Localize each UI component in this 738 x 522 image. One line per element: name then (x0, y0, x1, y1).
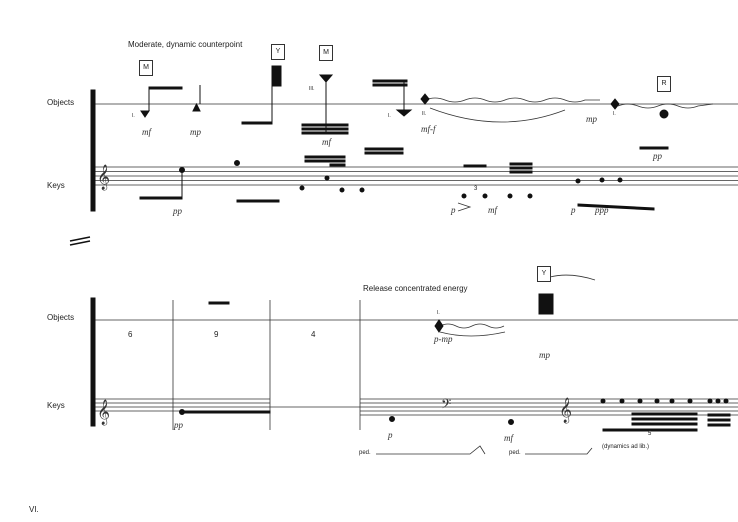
tuplet-number: 3 (474, 186, 478, 192)
page-number: VI. (29, 505, 39, 514)
object-box: Y (537, 266, 551, 282)
roman-numeral: II. (422, 111, 427, 117)
dynamic: pp (173, 206, 182, 216)
dynamic: mf (488, 205, 497, 215)
bass-clef-icon: 𝄢 (441, 396, 451, 415)
performance-note: (dynamics ad lib.) (602, 444, 650, 450)
dynamic: mp (586, 114, 597, 124)
staff-label-objects: Objects (47, 98, 75, 107)
dynamic: p (451, 205, 456, 215)
keys-staff-2 (95, 398, 738, 416)
object-box: M (319, 45, 333, 61)
dynamic: mf (504, 433, 513, 443)
pedal-marking: ped. (359, 450, 371, 456)
treble-clef-icon: 𝄞 (97, 164, 110, 190)
roman-numeral: I. (613, 111, 616, 117)
dynamic: mf-f (421, 124, 436, 134)
tuplet-number: 5 (648, 431, 652, 437)
dynamic: mf (322, 137, 331, 147)
roman-numeral: I. (132, 113, 135, 119)
staff-label-keys: Keys (47, 181, 65, 190)
dynamic: p-mp (434, 334, 453, 344)
bar-number: 9 (214, 330, 219, 339)
pedal-marking: ped. (509, 450, 521, 456)
roman-numeral: I. (388, 113, 391, 119)
bar-number: 4 (311, 330, 316, 339)
dynamic: p (571, 205, 576, 215)
dynamic: ppp (595, 205, 609, 215)
keys-staff-1 (95, 166, 738, 186)
tempo-marking: Moderate, dynamic counterpoint (128, 40, 243, 49)
roman-numeral: I. (437, 310, 440, 316)
dynamic: mp (190, 127, 201, 137)
object-box: Y (271, 44, 285, 60)
bar-number: 6 (128, 330, 133, 339)
dynamic: p (388, 430, 393, 440)
staff-label-keys: Keys (47, 401, 65, 410)
object-box: M (139, 60, 153, 76)
system-bracket-2 (90, 297, 96, 427)
dynamic: pp (653, 151, 662, 161)
object-box: R (657, 76, 671, 92)
staff-label-objects: Objects (47, 313, 75, 322)
system-bracket-1 (90, 89, 96, 212)
roman-numeral: III. (309, 86, 315, 92)
dynamic: pp (174, 420, 183, 430)
treble-clef-icon: 𝄞 (97, 399, 110, 425)
treble-clef-icon: 𝄞 (559, 397, 572, 423)
dynamic: mp (539, 350, 550, 360)
dynamic: mf (142, 127, 151, 137)
tempo-marking: Release concentrated energy (363, 284, 468, 293)
